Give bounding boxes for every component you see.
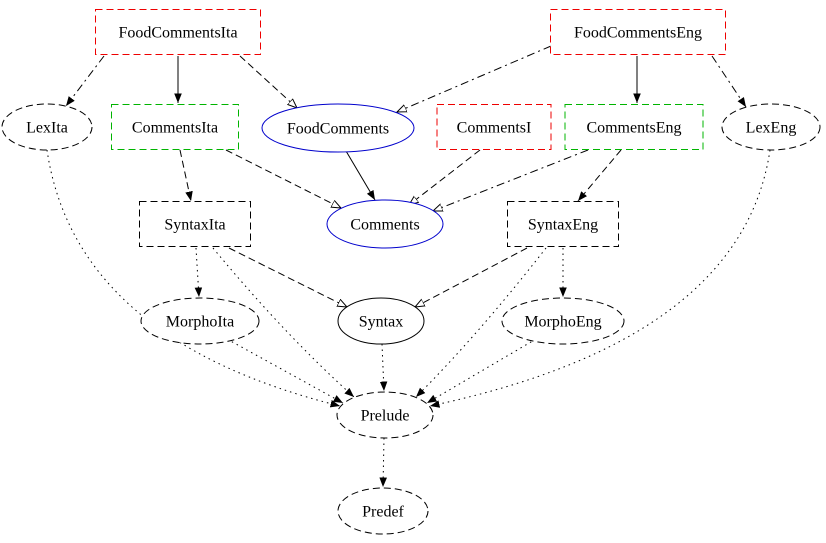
node-shape-MorphoIta — [140, 297, 260, 345]
node-label-CommentsEng: CommentsEng — [586, 120, 681, 137]
node-SyntaxEng: SyntaxEng — [507, 201, 619, 247]
edge-SyntaxEng-Prelude — [415, 247, 547, 398]
node-shape-Prelude — [336, 391, 434, 439]
edge-SyntaxEng-Syntax — [415, 247, 528, 307]
node-label-Prelude: Prelude — [361, 408, 410, 425]
node-shape-FoodCommentsIta — [95, 9, 261, 55]
edge-CommentsEng-SyntaxEng — [577, 149, 622, 202]
node-shape-SyntaxEng — [507, 201, 619, 247]
node-shape-Predef — [337, 487, 429, 535]
edges-layer — [46, 45, 771, 488]
edge-LexIta-Prelude — [46, 149, 341, 408]
edge-CommentsEng-Comments — [433, 149, 589, 211]
edge-SyntaxIta-MorphoIta — [194, 247, 203, 298]
node-shape-Syntax — [337, 297, 425, 345]
node-FoodCommentsEng: FoodCommentsEng — [550, 9, 726, 55]
edge-FoodCommentsIta-FoodComments — [239, 55, 297, 108]
edge-FoodComments-Comments — [345, 150, 376, 201]
node-shape-CommentsIta — [111, 104, 239, 150]
node-label-CommentsI: CommentsI — [457, 120, 532, 137]
edge-LexEng-Prelude — [429, 149, 771, 408]
edge-CommentsIta-SyntaxIta — [179, 149, 193, 202]
node-LexIta: LexIta — [1, 103, 93, 151]
node-label-SyntaxIta: SyntaxIta — [164, 217, 225, 234]
edge-MorphoEng-Prelude — [426, 338, 537, 404]
node-MorphoEng: MorphoEng — [501, 297, 625, 345]
edge-Prelude-Predef — [379, 437, 387, 488]
node-shape-SyntaxIta — [139, 201, 251, 247]
node-MorphoIta: MorphoIta — [140, 297, 260, 345]
node-label-MorphoIta: MorphoIta — [166, 314, 234, 331]
node-label-FoodCommentsEng: FoodCommentsEng — [574, 25, 702, 42]
node-Predef: Predef — [337, 487, 429, 535]
node-shape-LexEng — [721, 103, 821, 151]
node-shape-LexIta — [1, 103, 93, 151]
edge-SyntaxIta-Syntax — [228, 247, 347, 307]
edge-Syntax-Prelude — [379, 343, 388, 392]
node-label-LexEng: LexEng — [746, 120, 797, 137]
node-label-CommentsIta: CommentsIta — [132, 120, 218, 137]
edge-SyntaxIta-Prelude — [212, 247, 355, 398]
node-label-Comments: Comments — [350, 217, 419, 234]
edge-MorphoIta-Prelude — [226, 338, 344, 404]
node-label-LexIta: LexIta — [26, 120, 68, 137]
node-shape-CommentsI — [436, 104, 552, 150]
node-FoodCommentsIta: FoodCommentsIta — [95, 9, 261, 55]
node-label-Predef: Predef — [362, 504, 404, 521]
node-shape-CommentsEng — [564, 104, 704, 150]
node-shape-Comments — [326, 199, 444, 249]
node-FoodComments: FoodComments — [261, 103, 415, 153]
edge-FoodCommentsIta-LexIta — [65, 55, 105, 107]
edge-FoodCommentsEng-FoodComments — [397, 45, 552, 112]
node-label-MorphoEng: MorphoEng — [524, 314, 601, 331]
node-shape-FoodComments — [261, 103, 415, 153]
node-CommentsIta: CommentsIta — [111, 104, 239, 150]
edge-CommentsIta-Comments — [225, 149, 341, 208]
edge-CommentsI-Comments — [409, 149, 481, 205]
node-SyntaxIta: SyntaxIta — [139, 201, 251, 247]
node-Comments: Comments — [326, 199, 444, 249]
node-label-FoodCommentsIta: FoodCommentsIta — [118, 25, 237, 42]
node-Syntax: Syntax — [337, 297, 425, 345]
node-LexEng: LexEng — [721, 103, 821, 151]
node-label-SyntaxEng: SyntaxEng — [528, 217, 598, 234]
node-label-FoodComments: FoodComments — [287, 121, 389, 138]
node-CommentsI: CommentsI — [436, 104, 552, 150]
node-Prelude: Prelude — [336, 391, 434, 439]
edge-FoodCommentsEng-LexEng — [711, 55, 747, 108]
node-shape-FoodCommentsEng — [550, 9, 726, 55]
node-CommentsEng: CommentsEng — [564, 104, 704, 150]
node-label-Syntax: Syntax — [359, 314, 403, 331]
node-shape-MorphoEng — [501, 297, 625, 345]
